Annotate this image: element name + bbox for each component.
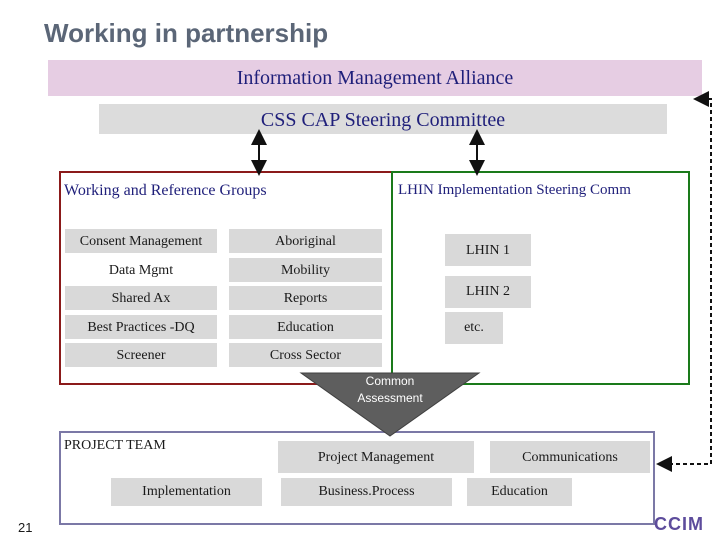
steering-committee-band: CSS CAP Steering Committee: [99, 104, 667, 134]
group-cross-sector: Cross Sector: [229, 343, 382, 367]
group-aboriginal: Aboriginal: [229, 229, 382, 253]
group-consent-management: Consent Management: [65, 229, 217, 253]
common-assessment-line-2: Assessment: [357, 391, 423, 405]
common-assessment-label: Common Assessment: [340, 373, 440, 407]
group-best-practices-dq: Best Practices -DQ: [65, 315, 217, 339]
dashed-alliance-to-communications-connector: [656, 91, 712, 472]
lhin-1: LHIN 1: [445, 234, 531, 266]
ccim-logo: CCIM: [654, 514, 704, 534]
group-data-mgmt: Data Mgmt: [65, 258, 217, 282]
implementation-cell: Implementation: [111, 478, 262, 506]
group-reports: Reports: [229, 286, 382, 310]
project-management-cell: Project Management: [278, 441, 474, 473]
working-groups-heading: Working and Reference Groups: [64, 182, 267, 199]
lhin-heading: LHIN Implementation Steering Comm: [398, 182, 631, 198]
page-number: 21: [18, 520, 33, 535]
group-mobility: Mobility: [229, 258, 382, 282]
lhin-2: LHIN 2: [445, 276, 531, 308]
communications-cell: Communications: [490, 441, 650, 473]
group-shared-ax: Shared Ax: [65, 286, 217, 310]
lhin-etc: etc.: [445, 312, 503, 344]
business-process-cell: Business.Process: [281, 478, 452, 506]
page-title: Working in partnership: [44, 18, 329, 48]
common-assessment-line-1: Common: [365, 374, 415, 388]
alliance-band: Information Management Alliance: [48, 60, 702, 96]
project-team-heading: PROJECT TEAM: [64, 438, 166, 453]
group-education: Education: [229, 315, 382, 339]
group-screener: Screener: [65, 343, 217, 367]
education-cell: Education: [467, 478, 572, 506]
common-assessment-triangle: [299, 372, 481, 437]
